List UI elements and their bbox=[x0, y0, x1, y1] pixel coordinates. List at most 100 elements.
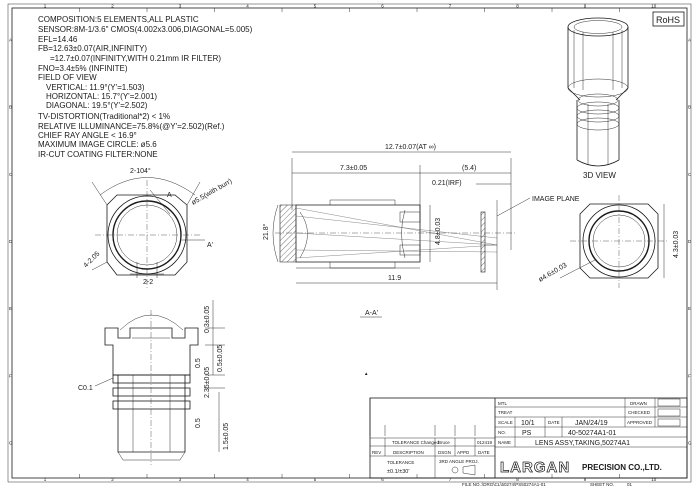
rev-note: TOLERANCE Changed bbox=[392, 440, 439, 445]
spec-line: VERTICAL: 11.9°(Y'=1.503) bbox=[46, 83, 145, 92]
border-letter: B bbox=[9, 105, 12, 110]
spec-line: MAXIMUM IMAGE CIRCLE: ø5.6 bbox=[38, 140, 157, 149]
gap-dimension: (5.4) bbox=[462, 165, 476, 172]
sheet-no-value: 01 bbox=[627, 482, 633, 487]
drawn-label: DRAWN bbox=[630, 401, 647, 406]
spec-line: HORIZONTAL: 15.7°(Y'=2.001) bbox=[46, 92, 157, 101]
border-number: 4 bbox=[246, 4, 249, 9]
border-number: 8 bbox=[516, 477, 519, 482]
tolerance-label: TOLERANCE bbox=[387, 460, 414, 465]
border-letter: F bbox=[9, 373, 12, 378]
lens-3d-view: 3D VIEW bbox=[567, 17, 629, 180]
border-letter: A bbox=[9, 38, 12, 43]
file-number: FILE NO.:\DRG\CL\50274\PS50274A1-01 bbox=[462, 482, 546, 487]
border-letter: F bbox=[688, 373, 691, 378]
border-letter: E bbox=[9, 306, 12, 311]
date-header: DATE bbox=[478, 450, 490, 455]
border-number: 4 bbox=[246, 477, 249, 482]
border-letter: A bbox=[688, 38, 691, 43]
angle-dimension: 2-104° bbox=[130, 167, 151, 175]
border-number: 6 bbox=[381, 477, 384, 482]
border-letter: C bbox=[9, 172, 13, 177]
spec-line: FIELD OF VIEW bbox=[38, 73, 97, 82]
side-section-view: 12.7±0.07(AT ∞) 7.3±0.05 (5.4) 0.21(IRF)… bbox=[262, 144, 580, 318]
footer: FILE NO.:\DRG\CL\50274\PS50274A1-01 SHEE… bbox=[462, 482, 633, 487]
no-label: NO. bbox=[498, 430, 506, 435]
rear-view: 4.3±0.03 ø4.6±0.03 bbox=[538, 195, 680, 288]
svg-text:RoHS: RoHS bbox=[656, 15, 680, 25]
no-prefix: PS bbox=[522, 430, 532, 437]
checked-label: CHECKED bbox=[628, 410, 651, 415]
specification-block: COMPOSITION:5 ELEMENTS,ALL PLASTIC SENSO… bbox=[38, 15, 253, 159]
spec-line: COMPOSITION:5 ELEMENTS,ALL PLASTIC bbox=[38, 15, 199, 24]
border-letter: C bbox=[688, 172, 692, 177]
dim-0-5a: 0.5±0.05 bbox=[217, 345, 224, 372]
dim-0-3: 0.3±0.05 bbox=[204, 306, 211, 333]
company-name: PRECISION CO.,LTD. bbox=[582, 463, 662, 472]
spec-line: IR-CUT COATING FILTER:NONE bbox=[38, 150, 158, 159]
company-logo: LARGAN bbox=[500, 459, 570, 476]
spec-line: CHIEF RAY ANGLE < 16.9° bbox=[38, 131, 137, 140]
spec-line: EFL=14.46 bbox=[38, 35, 78, 44]
field-angle: 21.8° bbox=[262, 223, 270, 240]
date-value: JAN/24/19 bbox=[575, 420, 608, 427]
rev-date: 012419 bbox=[477, 440, 493, 445]
overall-length: 12.7±0.07(AT ∞) bbox=[385, 144, 436, 151]
bottom-section-view: 0.3±0.05 0.5±0.05 2.35±0.05 0.5 1.5±0.05… bbox=[78, 300, 230, 465]
spec-line: FB=12.63±0.07(AIR,INFINITY) bbox=[38, 44, 147, 53]
tolerance-value: ±0.1/±30' bbox=[387, 469, 409, 475]
border-number: 1 bbox=[44, 477, 47, 482]
barrel-length: 7.3±0.05 bbox=[340, 165, 367, 172]
border-letter: G bbox=[9, 440, 13, 445]
filter-thickness: 0.21(IRF) bbox=[432, 180, 462, 187]
dim-1-5: 1.5±0.05 bbox=[223, 423, 230, 450]
rev-by: Bruce bbox=[438, 440, 450, 445]
spec-line: RELATIVE ILLUMINANCE=75.8%(@Y'=2.502)(Re… bbox=[38, 122, 225, 131]
image-plane-label: IMAGE PLANE bbox=[532, 196, 580, 203]
border-number: 5 bbox=[314, 477, 317, 482]
border-number: 1 bbox=[44, 4, 47, 9]
title-block: MTL TREAT SCALE 10/1 DATE JAN/24/19 NO. … bbox=[369, 397, 688, 479]
appd-header: APPD bbox=[457, 450, 470, 455]
burr-dimension: ø5.5(with burr) bbox=[191, 178, 234, 207]
dim-0-5c: 0.5 bbox=[195, 418, 202, 428]
projection-symbol bbox=[451, 466, 459, 474]
dsgn-header: DSGN bbox=[438, 450, 451, 455]
border-number: 10 bbox=[651, 477, 657, 482]
spec-line: FNO=3.4±5% (INFINITE) bbox=[38, 64, 128, 73]
spec-line: SENSOR:8M-1/3.6" CMOS(4.002x3.006,DIAGON… bbox=[38, 25, 253, 34]
scale-label: SCALE bbox=[498, 420, 513, 425]
sheet-no-label: SHEET NO. bbox=[590, 482, 614, 487]
approved-label: APPROVED bbox=[627, 420, 653, 425]
border-number: 7 bbox=[449, 477, 452, 482]
spec-line: DIAGONAL: 19.5°(Y'=2.502) bbox=[46, 101, 148, 110]
border-number: 9 bbox=[584, 477, 587, 482]
third-angle-label: 3RD ANGLE PROJ. bbox=[439, 459, 479, 464]
border-letter: D bbox=[9, 239, 13, 244]
border-letter: E bbox=[688, 306, 691, 311]
border-number: 3 bbox=[179, 477, 182, 482]
scale-value: 10/1 bbox=[521, 420, 535, 427]
mtl-label: MTL bbox=[498, 401, 507, 406]
front-view: 2-104° A A' ø5.5(with burr) 4-2.05 2-2 bbox=[82, 167, 233, 290]
rev-header: REV bbox=[372, 450, 381, 455]
rohs-badge: RoHS bbox=[652, 11, 685, 27]
border-number: 9 bbox=[584, 4, 587, 9]
border-number: 2 bbox=[111, 4, 114, 9]
date-label: DATE bbox=[548, 420, 560, 425]
section-mark-prime: A' bbox=[207, 242, 213, 249]
border-number: 6 bbox=[381, 4, 384, 9]
border-letter: G bbox=[688, 440, 692, 445]
diameter-dimension: 4.8±0.03 bbox=[435, 218, 442, 245]
3d-view-label: 3D VIEW bbox=[583, 171, 616, 180]
name-label: NAME bbox=[498, 440, 511, 445]
length-dimension: 11.9 bbox=[388, 275, 401, 282]
revision-triangle-marker: ▲ bbox=[364, 371, 368, 376]
chamfer-c0-1: C0.1 bbox=[78, 385, 93, 392]
border-number: 3 bbox=[179, 4, 182, 9]
spec-line: =12.7±0.07(INFINITY,WITH 0.21mm IR FILTE… bbox=[50, 54, 221, 63]
border-number: 10 bbox=[651, 4, 657, 9]
section-label: A-A' bbox=[365, 310, 378, 317]
